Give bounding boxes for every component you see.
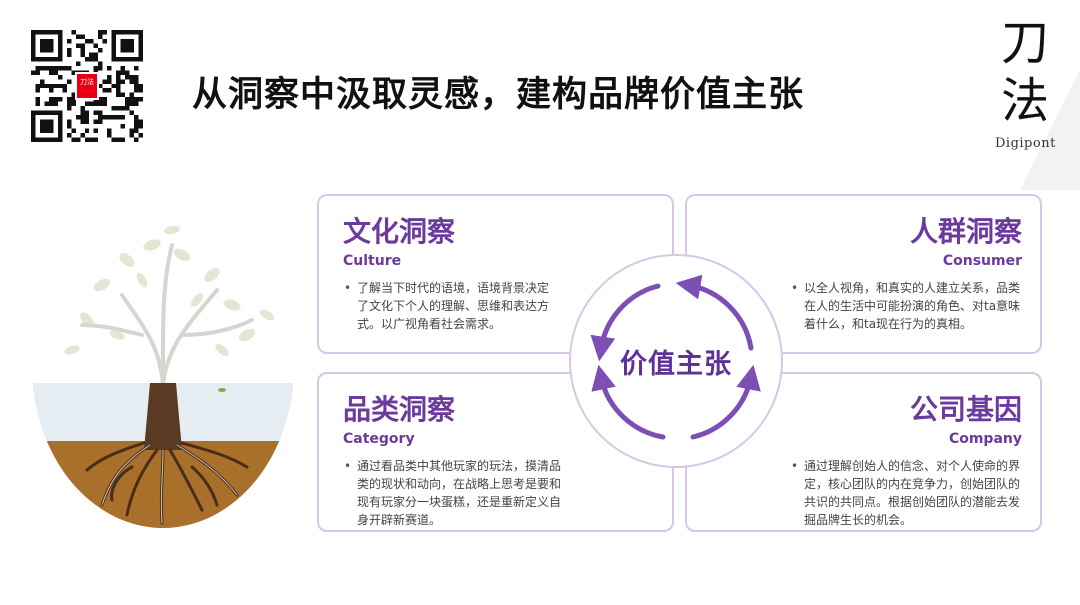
corner-decoration [1020, 70, 1080, 190]
tree-roots-illustration [32, 205, 294, 528]
tree-illustration [32, 205, 294, 528]
card-culture-title: 文化洞察 [343, 215, 456, 248]
center-label: 价值主张 [620, 349, 732, 380]
page-title: 从洞察中汲取灵感，建构品牌价值主张 [192, 75, 805, 115]
card-company-subtitle: Company [948, 431, 1022, 447]
card-company-title: 公司基因 [909, 393, 1022, 426]
card-culture-subtitle: Culture [343, 253, 402, 269]
card-category-title: 品类洞察 [343, 393, 456, 426]
card-category-text: 通过看品类中其他玩家的玩法，摸清品类的现状和动向，在战略上思考是要和现有玩家分一… [344, 457, 561, 529]
brand-logo-chars: 刀法 [1000, 15, 1049, 129]
card-consumer-text: 以全人视角，和真实的人建立关系，品类在人的生活中可能扮演的角色、对ta意味着什么… [791, 279, 1028, 333]
center-cycle [568, 253, 784, 469]
card-company-text: 通过理解创始人的信念、对个人使命的界定，核心团队的内在竞争力，创始团队的共识的共… [791, 457, 1028, 529]
qr-code: 刀法 [30, 30, 144, 142]
card-company: 公司基因 Company 通过理解创始人的信念、对个人使命的界定，核心团队的内在… [685, 372, 1042, 532]
card-culture-text: 了解当下时代的语境，语境背景决定了文化下个人的理解、思维和表达方式。以广视角看社… [344, 279, 557, 333]
qr-badge: 刀法 [75, 72, 99, 100]
card-category-subtitle: Category [343, 431, 415, 447]
brand-logo-sub: Digipont [995, 136, 1056, 151]
cycle-arrows-icon [569, 254, 783, 468]
brand-logo: 刀法 Digipont [995, 14, 1055, 151]
card-consumer: 人群洞察 Consumer 以全人视角，和真实的人建立关系，品类在人的生活中可能… [685, 194, 1042, 354]
card-consumer-subtitle: Consumer [942, 253, 1022, 269]
card-consumer-title: 人群洞察 [909, 215, 1022, 248]
